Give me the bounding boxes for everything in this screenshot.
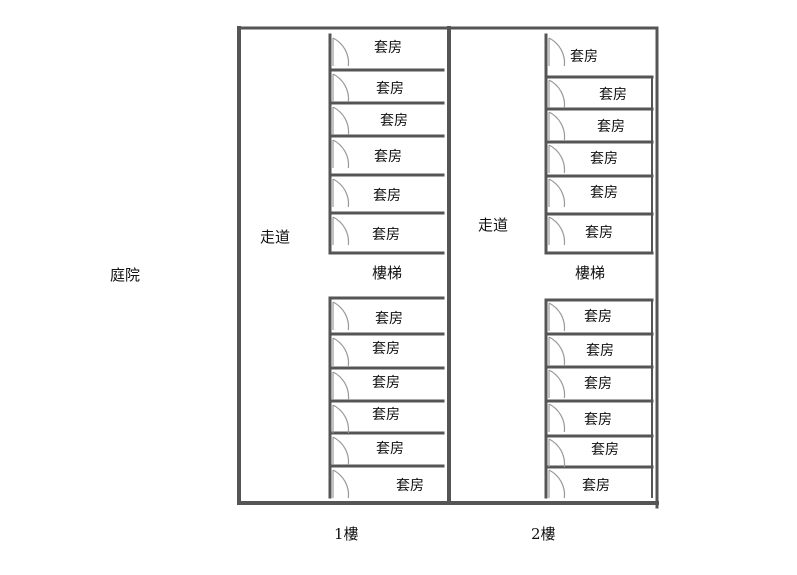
room-label-floor-2: 套房	[570, 49, 598, 65]
door-icon	[548, 79, 566, 109]
door-icon	[332, 178, 350, 208]
room-label-floor-2: 套房	[585, 225, 613, 241]
courtyard-label: 庭院	[110, 266, 141, 284]
room-label-floor-1: 套房	[375, 311, 403, 327]
door-icon	[548, 178, 566, 208]
room-label-floor-2: 套房	[584, 412, 612, 428]
room-label-floor-2: 套房	[586, 343, 614, 359]
door-icon	[332, 37, 350, 67]
room-label-floor-2: 套房	[590, 185, 618, 201]
stairs-label-floor-1: 樓梯	[372, 264, 403, 282]
door-icon	[548, 469, 566, 499]
walls	[237, 26, 659, 509]
corridor-label-floor-2: 走道	[478, 216, 509, 234]
door-icon	[332, 436, 350, 466]
door-icon	[332, 301, 350, 331]
door-icon	[332, 139, 350, 169]
room-label-floor-1: 套房	[374, 40, 402, 56]
room-label-floor-2: 套房	[597, 119, 625, 135]
door-icon	[548, 144, 566, 174]
room-label-floor-1: 套房	[372, 227, 400, 243]
door-icon	[332, 106, 350, 136]
room-label-floor-1: 套房	[373, 188, 401, 204]
room-label-floor-2: 套房	[584, 309, 612, 325]
corridor-label-floor-1: 走道	[260, 228, 291, 246]
room-label-floor-2: 套房	[591, 442, 619, 458]
door-icon	[332, 371, 350, 401]
door-icon	[332, 337, 350, 367]
room-label-floor-1: 套房	[372, 407, 400, 423]
room-label-floor-1: 套房	[372, 375, 400, 391]
door-icon	[548, 438, 566, 468]
door-icon	[548, 302, 566, 332]
door-icon	[332, 469, 350, 499]
stairs-label-floor-2: 樓梯	[575, 264, 606, 282]
room-label-floor-2: 套房	[584, 376, 612, 392]
door-icon	[332, 73, 350, 103]
room-label-floor-2: 套房	[582, 478, 610, 494]
room-label-floor-2: 套房	[590, 151, 618, 167]
door-icon	[548, 403, 566, 433]
floor-1-caption: 1樓	[334, 525, 359, 543]
door-icon	[548, 369, 566, 399]
door-icon	[548, 37, 566, 67]
door-icon	[548, 111, 566, 141]
room-label-floor-2: 套房	[599, 87, 627, 103]
room-label-floor-1: 套房	[372, 341, 400, 357]
room-label-floor-1: 套房	[374, 149, 402, 165]
doors	[332, 37, 566, 499]
door-icon	[548, 336, 566, 366]
room-label-floor-1: 套房	[376, 81, 404, 97]
room-label-floor-1: 套房	[396, 478, 424, 494]
floor-2-caption: 2樓	[531, 525, 556, 543]
room-label-floor-1: 套房	[376, 441, 404, 457]
door-icon	[332, 216, 350, 246]
room-label-floor-1: 套房	[380, 113, 408, 129]
door-icon	[332, 404, 350, 434]
door-icon	[548, 216, 566, 246]
